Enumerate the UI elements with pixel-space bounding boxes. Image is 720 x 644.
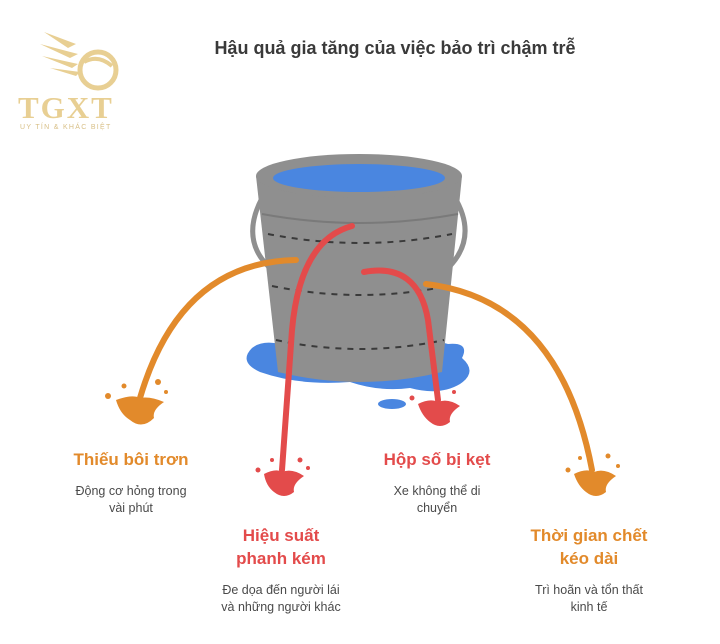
- consequence-gearbox: Hộp số bị kẹt Xe không thể di chuyển: [362, 448, 512, 517]
- consequence-desc: Trì hoãn và tổn thất: [514, 582, 664, 599]
- consequence-downtime: Thời gian chết kéo dài Trì hoãn và tổn t…: [514, 524, 664, 616]
- consequence-desc: vài phút: [56, 500, 206, 517]
- splash-brakes: [264, 470, 304, 496]
- consequence-title: Hộp số bị kẹt: [362, 448, 512, 471]
- splash-lubrication: [116, 396, 164, 424]
- consequence-desc: kinh tế: [514, 599, 664, 616]
- splash-downtime: [574, 470, 616, 496]
- consequence-title: phanh kém: [206, 547, 356, 570]
- consequence-desc: và những người khác: [206, 599, 356, 616]
- consequence-title: kéo dài: [514, 547, 664, 570]
- consequence-desc: Đe dọa đến người lái: [206, 582, 356, 599]
- consequence-desc: chuyển: [362, 500, 512, 517]
- consequence-desc: Động cơ hỏng trong: [56, 483, 206, 500]
- consequence-lubrication: Thiếu bôi trơn Động cơ hỏng trong vài ph…: [56, 448, 206, 517]
- consequence-title: Hiệu suất: [206, 524, 356, 547]
- consequence-brakes: Hiệu suất phanh kém Đe dọa đến người lái…: [206, 524, 356, 616]
- consequence-title: Thời gian chết: [514, 524, 664, 547]
- consequence-desc: Xe không thể di: [362, 483, 512, 500]
- consequence-title: Thiếu bôi trơn: [56, 448, 206, 471]
- bucket-water: [273, 164, 445, 192]
- splash-gearbox: [418, 400, 460, 426]
